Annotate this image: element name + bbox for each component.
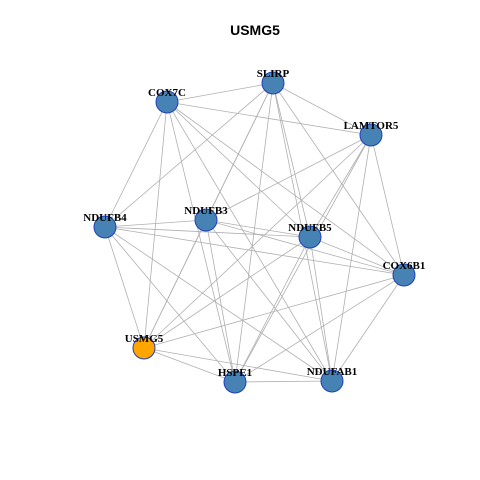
edge-lamtor5-ndufb3 [205, 134, 372, 221]
node-label-ndufab1: NDUFAB1 [307, 366, 358, 378]
node-ndufb4 [93, 215, 117, 239]
edge-usmg5-ndufab1 [143, 347, 333, 382]
nodes-layer [93, 71, 416, 394]
node-label-usmg5: USMG5 [125, 333, 164, 345]
edge-cox7c-hspe1 [166, 101, 236, 383]
edge-cox7c-ndufab1 [166, 101, 333, 382]
node-hspe1 [223, 370, 247, 394]
edge-cox7c-usmg5 [143, 101, 168, 349]
edges-layer [104, 82, 405, 383]
node-cox6b1 [392, 263, 416, 287]
edge-slirp-lamtor5 [272, 82, 372, 136]
edge-slirp-cox7c [166, 82, 274, 103]
node-cox7c [155, 90, 179, 114]
edge-usmg5-hspe1 [143, 347, 236, 383]
node-label-ndufb5: NDUFB5 [288, 222, 332, 234]
edge-ndufb4-ndufb3 [104, 219, 207, 228]
edge-hspe1-ndufab1 [234, 380, 333, 383]
edge-ndufb4-ndufab1 [104, 226, 333, 382]
edge-lamtor5-usmg5 [143, 134, 372, 349]
edge-ndufb5-ndufab1 [309, 236, 333, 382]
edge-ndufb4-ndufb5 [104, 226, 311, 238]
node-label-ndufb4: NDUFB4 [83, 212, 127, 224]
node-label-ndufb3: NDUFB3 [184, 205, 228, 217]
edge-ndufb3-ndufab1 [205, 219, 333, 382]
node-slirp [261, 71, 285, 95]
node-ndufb5 [298, 225, 322, 249]
edge-lamtor5-cox6b1 [370, 134, 405, 276]
node-lamtor5 [359, 123, 383, 147]
node-ndufb3 [194, 208, 218, 232]
node-usmg5 [132, 336, 156, 360]
edge-ndufb4-cox6b1 [104, 226, 405, 276]
node-label-cox6b1: COX6B1 [383, 260, 426, 272]
edge-slirp-hspe1 [234, 82, 274, 383]
edge-ndufb5-usmg5 [143, 236, 311, 349]
edge-cox6b1-usmg5 [143, 274, 405, 349]
edge-cox7c-cox6b1 [166, 101, 405, 276]
edge-ndufb5-hspe1 [234, 236, 311, 383]
node-label-hspe1: HSPE1 [218, 367, 252, 379]
edge-cox7c-ndufb4 [104, 101, 168, 228]
node-label-lamtor5: LAMTOR5 [344, 120, 399, 132]
edge-slirp-ndufb4 [104, 82, 274, 228]
node-ndufab1 [320, 369, 344, 393]
edge-ndufb3-hspe1 [205, 219, 236, 383]
graph-title: USMG5 [230, 22, 280, 38]
edge-slirp-cox6b1 [272, 82, 405, 276]
edge-cox6b1-hspe1 [234, 274, 405, 383]
edge-ndufb3-ndufb5 [205, 219, 311, 238]
edge-lamtor5-ndufab1 [331, 134, 372, 382]
edge-ndufb4-hspe1 [104, 226, 236, 383]
edge-lamtor5-ndufb5 [309, 134, 372, 238]
edge-ndufb5-cox6b1 [309, 236, 405, 276]
edge-cox7c-lamtor5 [166, 101, 372, 136]
edge-ndufb3-usmg5 [143, 219, 207, 349]
edge-cox6b1-ndufab1 [331, 274, 405, 382]
node-label-slirp: SLIRP [257, 68, 290, 80]
edge-slirp-ndufb5 [272, 82, 311, 238]
edge-ndufb4-usmg5 [104, 226, 145, 349]
node-label-cox7c: COX7C [148, 87, 186, 99]
